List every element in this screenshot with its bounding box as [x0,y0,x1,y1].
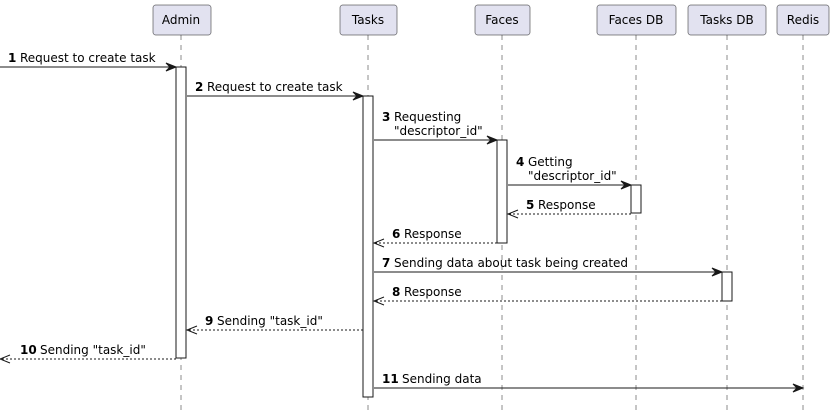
message-label: "descriptor_id" [528,169,617,183]
message-number: 3 [382,110,390,124]
message-7: 7 Sending data about task being created [374,256,724,277]
message-label: Request to create task [20,51,156,65]
message-9: 9 Sending "task_id" [185,314,363,335]
filled-arrowhead-icon [792,383,805,393]
participant-label: Tasks DB [699,13,753,27]
message-label: "descriptor_id" [394,124,483,138]
open-arrowhead-icon [506,209,519,219]
participant-box [474,4,531,36]
activation-bar-tasks [362,95,374,398]
message-label: Sending "task_id" [217,314,323,328]
message-5: 5 Response [506,198,631,219]
open-arrowhead-icon [372,296,385,306]
participant-box [596,4,677,36]
activation-bar-faces-db [630,184,642,214]
message-label: Response [538,198,596,212]
participant-label: Tasks [351,13,384,27]
message-label: Response [404,285,462,299]
participant-box [776,4,830,36]
participant-box [687,4,767,36]
activation-bar-admin [175,66,187,359]
participant-admin: Admin [152,4,212,36]
filled-arrowhead-icon [352,91,365,101]
filled-arrowhead-icon [620,180,633,190]
participants: Admin Tasks Faces Faces DB Tasks DB Redis [152,4,830,36]
open-arrowhead-icon [0,354,11,364]
message-label: Getting [528,155,573,169]
participant-box [152,4,212,36]
participant-redis: Redis [776,4,830,36]
message-number: 6 [392,227,400,241]
activation-bar-faces [496,139,508,244]
filled-arrowhead-icon [165,62,178,72]
message-number: 10 [20,343,37,357]
open-arrowhead-icon [185,325,198,335]
participant-tasks: Tasks [339,4,398,36]
participant-tasks-db: Tasks DB [687,4,767,36]
message-number: 9 [205,314,213,328]
message-number: 4 [516,155,524,169]
message-label: Requesting [394,110,461,124]
message-label: Request to create task [207,80,343,94]
message-8: 8 Response [372,285,722,306]
message-number: 8 [392,285,400,299]
participant-label: Faces [485,13,518,27]
participant-faces-db: Faces DB [596,4,677,36]
open-arrowhead-icon [372,238,385,248]
message-label: Response [404,227,462,241]
activations [175,66,733,398]
participant-faces: Faces [474,4,531,36]
message-label: Sending data about task being created [394,256,628,270]
message-number: 1 [8,51,16,65]
participant-label: Faces DB [609,13,664,27]
message-6: 6 Response [372,227,497,248]
message-1: 1 Request to create task [0,51,178,72]
activation-bar-tasks-db [721,271,733,302]
message-number: 7 [382,256,390,270]
message-2: 2 Request to create task [187,80,365,101]
filled-arrowhead-icon [711,267,724,277]
message-number: 11 [382,372,399,386]
message-label: Sending "task_id" [40,343,146,357]
participant-label: Redis [787,13,819,27]
message-number: 2 [195,80,203,94]
message-number: 5 [526,198,534,212]
message-label: Sending data [402,372,482,386]
message-3: 3 Requesting"descriptor_id" [374,110,499,145]
message-4: 4 Getting"descriptor_id" [508,155,633,190]
participant-box [339,4,398,36]
filled-arrowhead-icon [486,135,499,145]
participant-label: Admin [162,13,200,27]
